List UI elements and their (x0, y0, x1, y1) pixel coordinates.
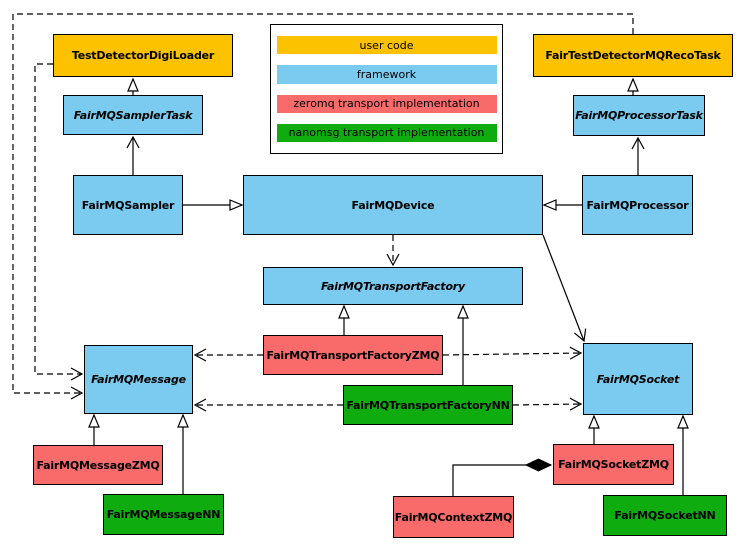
node-fairmq-processor-task: FairMQProcessorTask (573, 95, 705, 136)
node-fairmq-processor: FairMQProcessor (582, 175, 693, 235)
node-fairmq-sampler-task: FairMQSamplerTask (63, 95, 203, 135)
node-fairmq-message: FairMQMessage (84, 345, 193, 414)
node-fairmq-socket-zmq: FairMQSocketZMQ (553, 444, 674, 485)
legend: user code framework zeromq transport imp… (270, 24, 503, 154)
node-fairmq-socket-nn: FairMQSocketNN (603, 495, 727, 536)
node-fairmq-transport-factory-nn: FairMQTransportFactoryNN (343, 385, 513, 425)
node-fairmq-transport-factory-zmq: FairMQTransportFactoryZMQ (263, 335, 443, 375)
legend-item-user-code: user code (276, 36, 497, 55)
node-fairmq-context-zmq: FairMQContextZMQ (393, 496, 514, 538)
edge-factorynn-socket-dependency (512, 397, 583, 411)
edge-device-socket-association (542, 234, 587, 343)
edge-factoryzmq-socket-dependency (442, 346, 583, 360)
node-fairmq-device: FairMQDevice (243, 175, 543, 235)
node-fairmq-message-nn: FairMQMessageNN (103, 494, 224, 535)
node-test-detector-digi-loader: TestDetectorDigiLoader (53, 34, 233, 77)
legend-item-nanomsg: nanomsg transport implementation (276, 123, 497, 142)
node-fairmq-message-zmq: FairMQMessageZMQ (33, 445, 163, 485)
node-fair-test-detector-mq-reco-task: FairTestDetectorMQRecoTask (533, 34, 733, 77)
legend-item-framework: framework (276, 65, 497, 84)
edge-contextzmq-socketzmq-composition (452, 465, 551, 496)
node-fairmq-socket: FairMQSocket (583, 343, 693, 415)
edge-digiloader-message-dependency (34, 63, 84, 381)
node-fairmq-sampler: FairMQSampler (73, 175, 183, 235)
legend-item-zeromq: zeromq transport implementation (276, 94, 497, 113)
edge-recotask-message-dependency (12, 13, 634, 400)
node-fairmq-transport-factory: FairMQTransportFactory (263, 267, 523, 305)
